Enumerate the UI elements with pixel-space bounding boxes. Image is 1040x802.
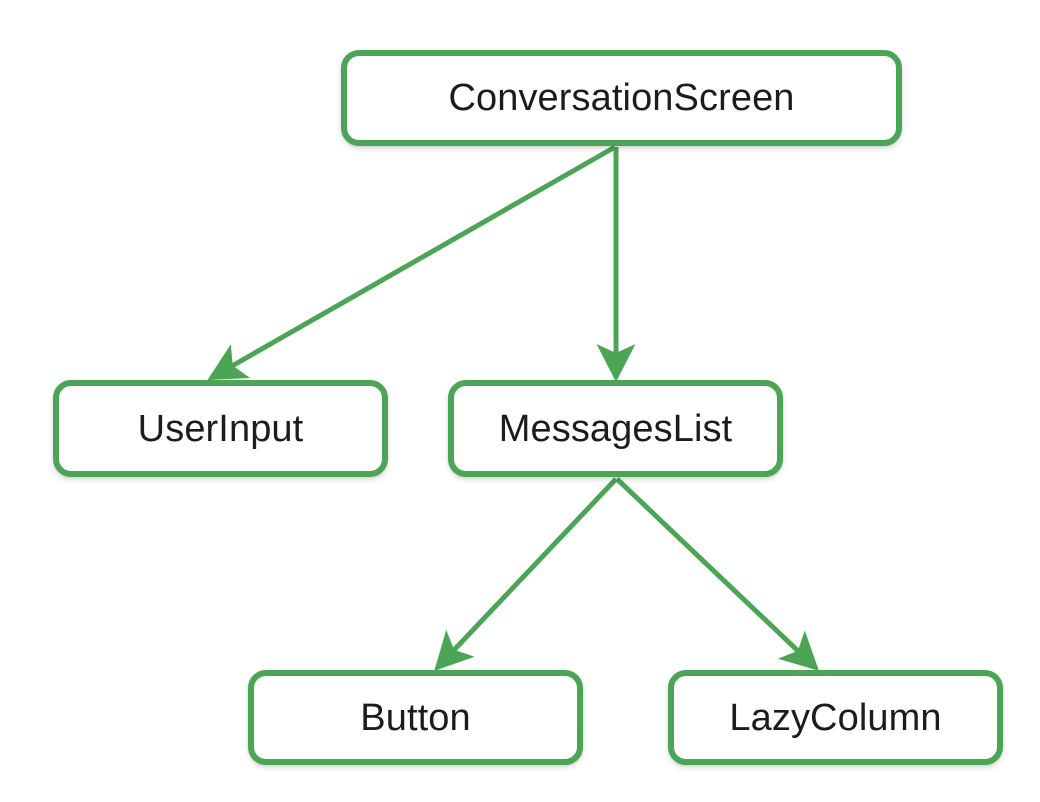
node-lazycolumn[interactable]: LazyColumn xyxy=(668,670,1003,765)
node-label: LazyColumn xyxy=(729,696,942,739)
edge-messageslist-to-button xyxy=(434,477,618,671)
node-messageslist[interactable]: MessagesList xyxy=(448,380,783,477)
node-label: UserInput xyxy=(137,407,304,450)
node-userinput[interactable]: UserInput xyxy=(53,380,388,477)
edge-conversationscreen-to-userinput xyxy=(207,144,617,381)
node-conversationscreen[interactable]: ConversationScreen xyxy=(341,50,902,146)
node-label: MessagesList xyxy=(498,407,733,450)
node-label: ConversationScreen xyxy=(448,77,795,119)
node-label: Button xyxy=(360,696,471,739)
edge-messageslist-to-lazycolumn xyxy=(615,477,819,671)
node-button[interactable]: Button xyxy=(248,670,583,765)
